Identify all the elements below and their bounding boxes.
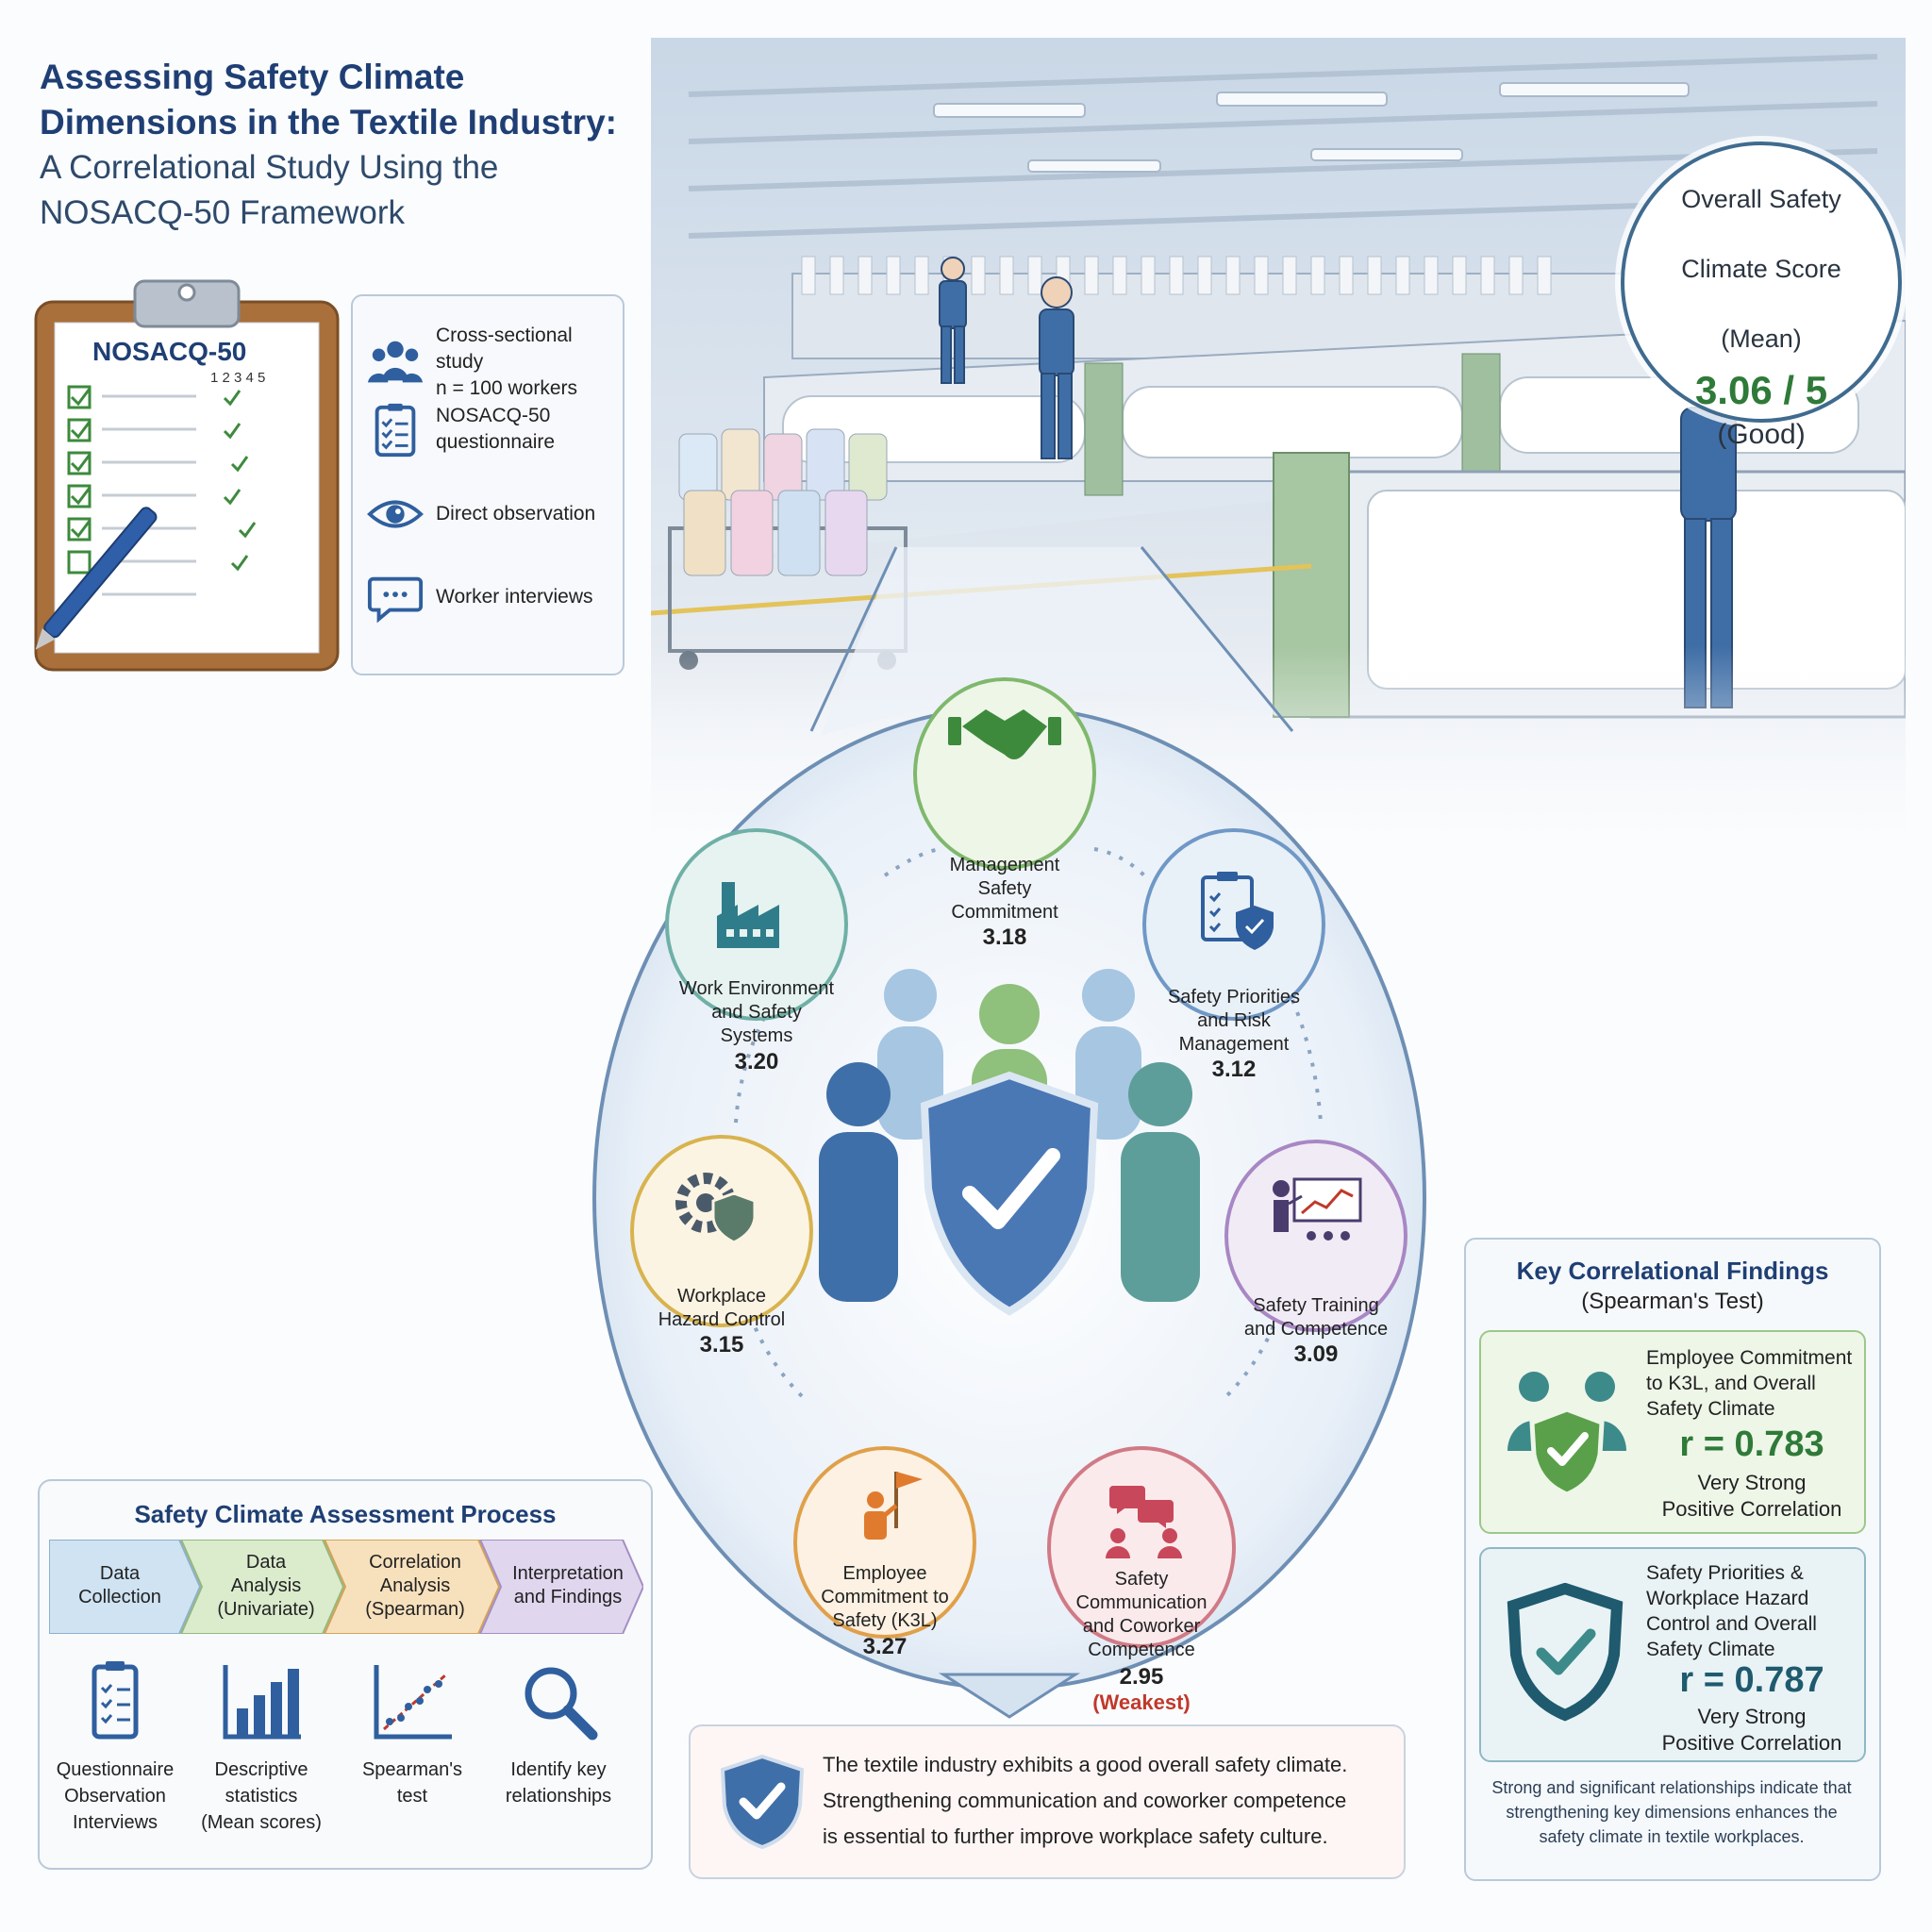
people-icon [367,341,424,383]
overall-score-label-2: Climate Score [1681,255,1841,283]
page-title: Assessing Safety Climate Dimensions in t… [40,55,643,236]
method-questionnaire: NOSACQ-50 questionnaire [366,400,555,458]
weakest-dimension-note: (Weakest) [1092,1690,1191,1714]
eye-icon [367,500,424,528]
conclusion-line-1: The textile industry exhibits a good ove… [823,1753,1348,1776]
dimensions-background [592,546,1426,1719]
factory-icon [717,882,779,948]
title-line-1: Assessing Safety Climate [40,58,465,96]
step-data-analysis-shape [179,1540,345,1634]
dimension-circle-management [913,677,1096,870]
finding-1-r-value: r = 0.783 [1679,1424,1824,1464]
step-data-collection-shape [49,1540,202,1634]
title-line-3: A Correlational Study Using the [40,149,499,186]
correlational-findings-panel: Key Correlational Findings (Spearman's T… [1464,1238,1881,1881]
method-cross-sectional: Cross-sectional study n = 100 workers [366,323,623,402]
process-chevrons [49,1540,643,1634]
chat-bubble-icon [367,576,424,624]
dimension-score-management: 3.18 [982,924,1027,950]
overall-score-label-3: (Mean) [1721,325,1802,353]
gear-shield-icon [675,1173,757,1244]
people-shield-icon [1507,1372,1626,1497]
title-line-2: Dimensions in the Textile Industry: [40,103,617,142]
handshake-icon [948,709,1061,759]
dimension-score-employee: 3.27 [862,1634,908,1659]
chat-people-icon [1106,1486,1182,1558]
clipboard-heading: NOSACQ-50 [92,337,246,366]
dimension-score-priorities: 3.12 [1211,1057,1257,1082]
method-3-line-1: Direct observation [436,503,596,525]
method-1-line-1: Cross-sectional study [436,325,573,373]
finding-2-r-value: r = 0.787 [1679,1660,1824,1700]
magnifier-icon [525,1667,598,1740]
clipboard-icon [92,1661,139,1740]
clipboard-scale: 1 2 3 4 5 [210,370,265,386]
findings-note: Strong and significant relationships ind… [1491,1778,1852,1846]
method-2-line-2: questionnaire [436,431,556,453]
method-interviews: Worker interviews [366,568,592,626]
dimension-circle-employee [793,1446,976,1639]
conclusion-line-2: Strengthening communication and coworker… [823,1789,1347,1812]
shield-check-icon [920,1071,1099,1316]
overall-score-label-1: Overall Safety [1681,185,1841,213]
findings-title: Key Correlational Findings [1516,1257,1829,1285]
conclusion-line-3: is essential to further improve workplac… [823,1824,1328,1848]
study-methods-panel: Cross-sectional study n = 100 workers NOS… [351,294,625,675]
conclusion-text: The textile industry exhibits a good ove… [823,1747,1389,1855]
overall-score-rating: (Good) [1717,419,1806,450]
process-title: Safety Climate Assessment Process [134,1500,557,1528]
flag-person-icon [864,1472,923,1540]
training-board-icon [1273,1177,1362,1241]
shield-check-icon [1507,1583,1624,1722]
step-correlation-shape [323,1540,501,1634]
bar-chart-icon [223,1665,301,1740]
method-1-line-2: n = 100 workers [436,377,577,399]
method-4-line-1: Worker interviews [436,586,593,608]
questionnaire-clipboard-illustration: NOSACQ-50 1 2 3 4 5 [34,279,340,672]
overall-score-value: 3.06 / 5 [1694,368,1828,412]
dimension-circle-communication [1047,1446,1236,1648]
dimension-score-training: 3.09 [1293,1341,1339,1367]
method-observation: Direct observation [366,485,595,543]
conclusion-panel: The textile industry exhibits a good ove… [689,1724,1406,1879]
dimension-score-communication: 2.95 [1119,1664,1164,1690]
clipboard-shield-icon [1201,872,1274,950]
scatter-plot-icon [374,1665,452,1740]
checklist-icon [375,403,416,458]
step-interpretation-shape [478,1540,643,1634]
title-line-4: NOSACQ-50 Framework [40,194,406,231]
dimension-score-environment: 3.20 [734,1049,779,1074]
dimension-score-hazard: 3.15 [699,1332,744,1357]
method-2-line-1: NOSACQ-50 [436,405,551,426]
shield-check-icon [720,1754,805,1850]
overall-score-badge: Overall Safety Climate Score (Mean) 3.06… [1621,142,1902,450]
dimension-circle-priorities [1142,828,1325,1021]
findings-subtitle: (Spearman's Test) [1581,1289,1764,1314]
